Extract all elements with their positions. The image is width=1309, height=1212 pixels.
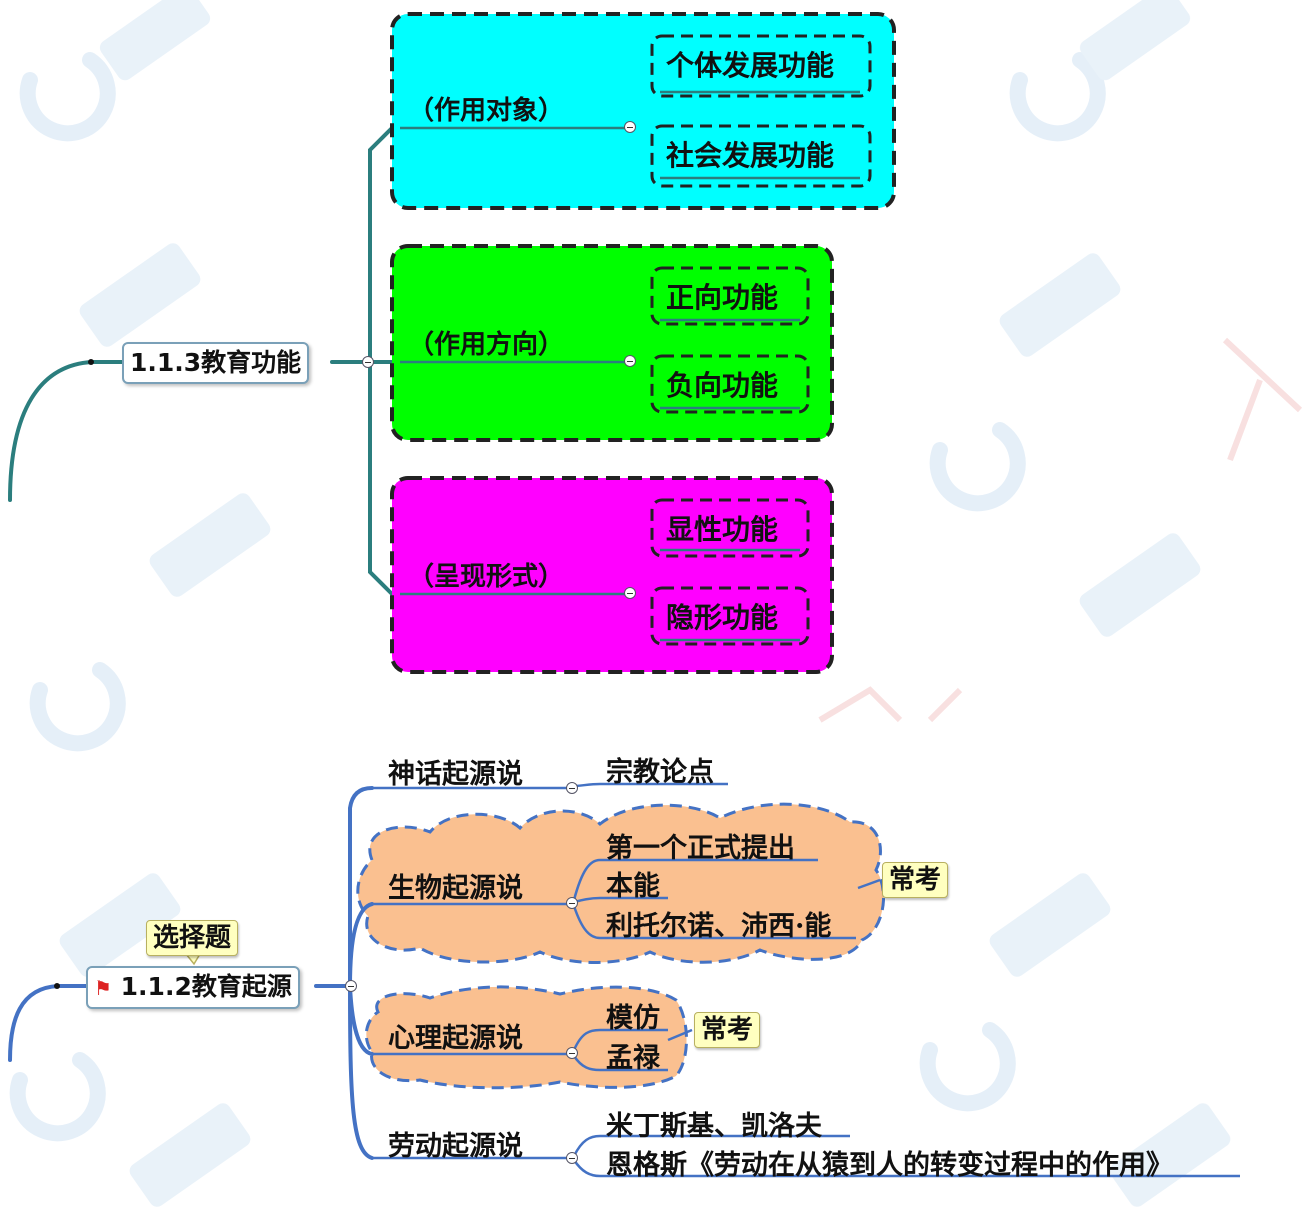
map2-branch-collapse-toggle[interactable] <box>566 1152 578 1164</box>
map2-item-label[interactable]: 孟禄 <box>606 1043 660 1074</box>
map1-item-label[interactable]: 显性功能 <box>666 513 779 546</box>
map2-anchor-dot <box>54 983 60 989</box>
callout-note: 常考 <box>694 1012 761 1048</box>
map1-group-label: （作用方向） <box>408 330 565 360</box>
map2-branch-label: 生物起源说 <box>388 873 523 904</box>
map1-group-collapse-toggle[interactable] <box>624 587 636 599</box>
watermark <box>9 0 1303 1207</box>
callout-note: 常考 <box>882 862 949 898</box>
map1-root-collapse-toggle[interactable] <box>362 356 374 368</box>
map2-branch-label: 心理起源说 <box>388 1023 523 1054</box>
red-flag-icon: ⚑ <box>94 976 112 1000</box>
map1-item-label[interactable]: 社会发展功能 <box>666 139 835 172</box>
map1-group-collapse-toggle[interactable] <box>624 121 636 133</box>
map2-root-node[interactable]: ⚑ 1.1.2教育起源 <box>86 966 300 1009</box>
group-box-green <box>390 244 834 442</box>
map1-root-label: 1.1.3教育功能 <box>130 348 302 377</box>
map1-item-label[interactable]: 负向功能 <box>666 369 779 402</box>
map2-branch-collapse-toggle[interactable] <box>566 897 578 909</box>
map2-item-label[interactable]: 模仿 <box>606 1003 660 1034</box>
root-callout-note: 选择题 <box>146 920 239 956</box>
map2-item-label[interactable]: 米丁斯基、凯洛夫 <box>606 1111 822 1142</box>
map1-anchor-dot <box>88 359 94 365</box>
map2-item-label[interactable]: 恩格斯《劳动在从猿到人的转变过程中的作用》 <box>606 1150 1173 1181</box>
cloud-psych <box>364 985 688 1090</box>
map1-item-label[interactable]: 正向功能 <box>666 281 779 314</box>
map1-item-label[interactable]: 隐形功能 <box>666 601 779 634</box>
map1-group-collapse-toggle[interactable] <box>624 355 636 367</box>
map2-item-label[interactable]: 宗教论点 <box>606 757 714 788</box>
group-box-cyan <box>390 12 896 210</box>
map2-branch-collapse-toggle[interactable] <box>566 1047 578 1059</box>
map1-item-label[interactable]: 个体发展功能 <box>666 49 835 82</box>
map2-branch-collapse-toggle[interactable] <box>566 782 578 794</box>
map1-group-label: （作用对象） <box>408 96 565 126</box>
map2-root-label: 1.1.2教育起源 <box>120 972 292 1001</box>
group-box-magenta <box>390 476 834 674</box>
map2-branch-label: 劳动起源说 <box>388 1131 523 1162</box>
map1-root-node[interactable]: 1.1.3教育功能 <box>122 342 310 384</box>
map2-item-label[interactable]: 第一个正式提出 <box>606 833 795 864</box>
map2-item-label[interactable]: 利托尔诺、沛西·能 <box>606 911 832 942</box>
map2-root-collapse-toggle[interactable] <box>345 980 357 992</box>
cloud-bio <box>356 802 885 964</box>
map2-branch-label: 神话起源说 <box>388 759 523 790</box>
map2-item-label[interactable]: 本能 <box>606 871 660 902</box>
map1-group-label: （呈现形式） <box>408 562 565 592</box>
